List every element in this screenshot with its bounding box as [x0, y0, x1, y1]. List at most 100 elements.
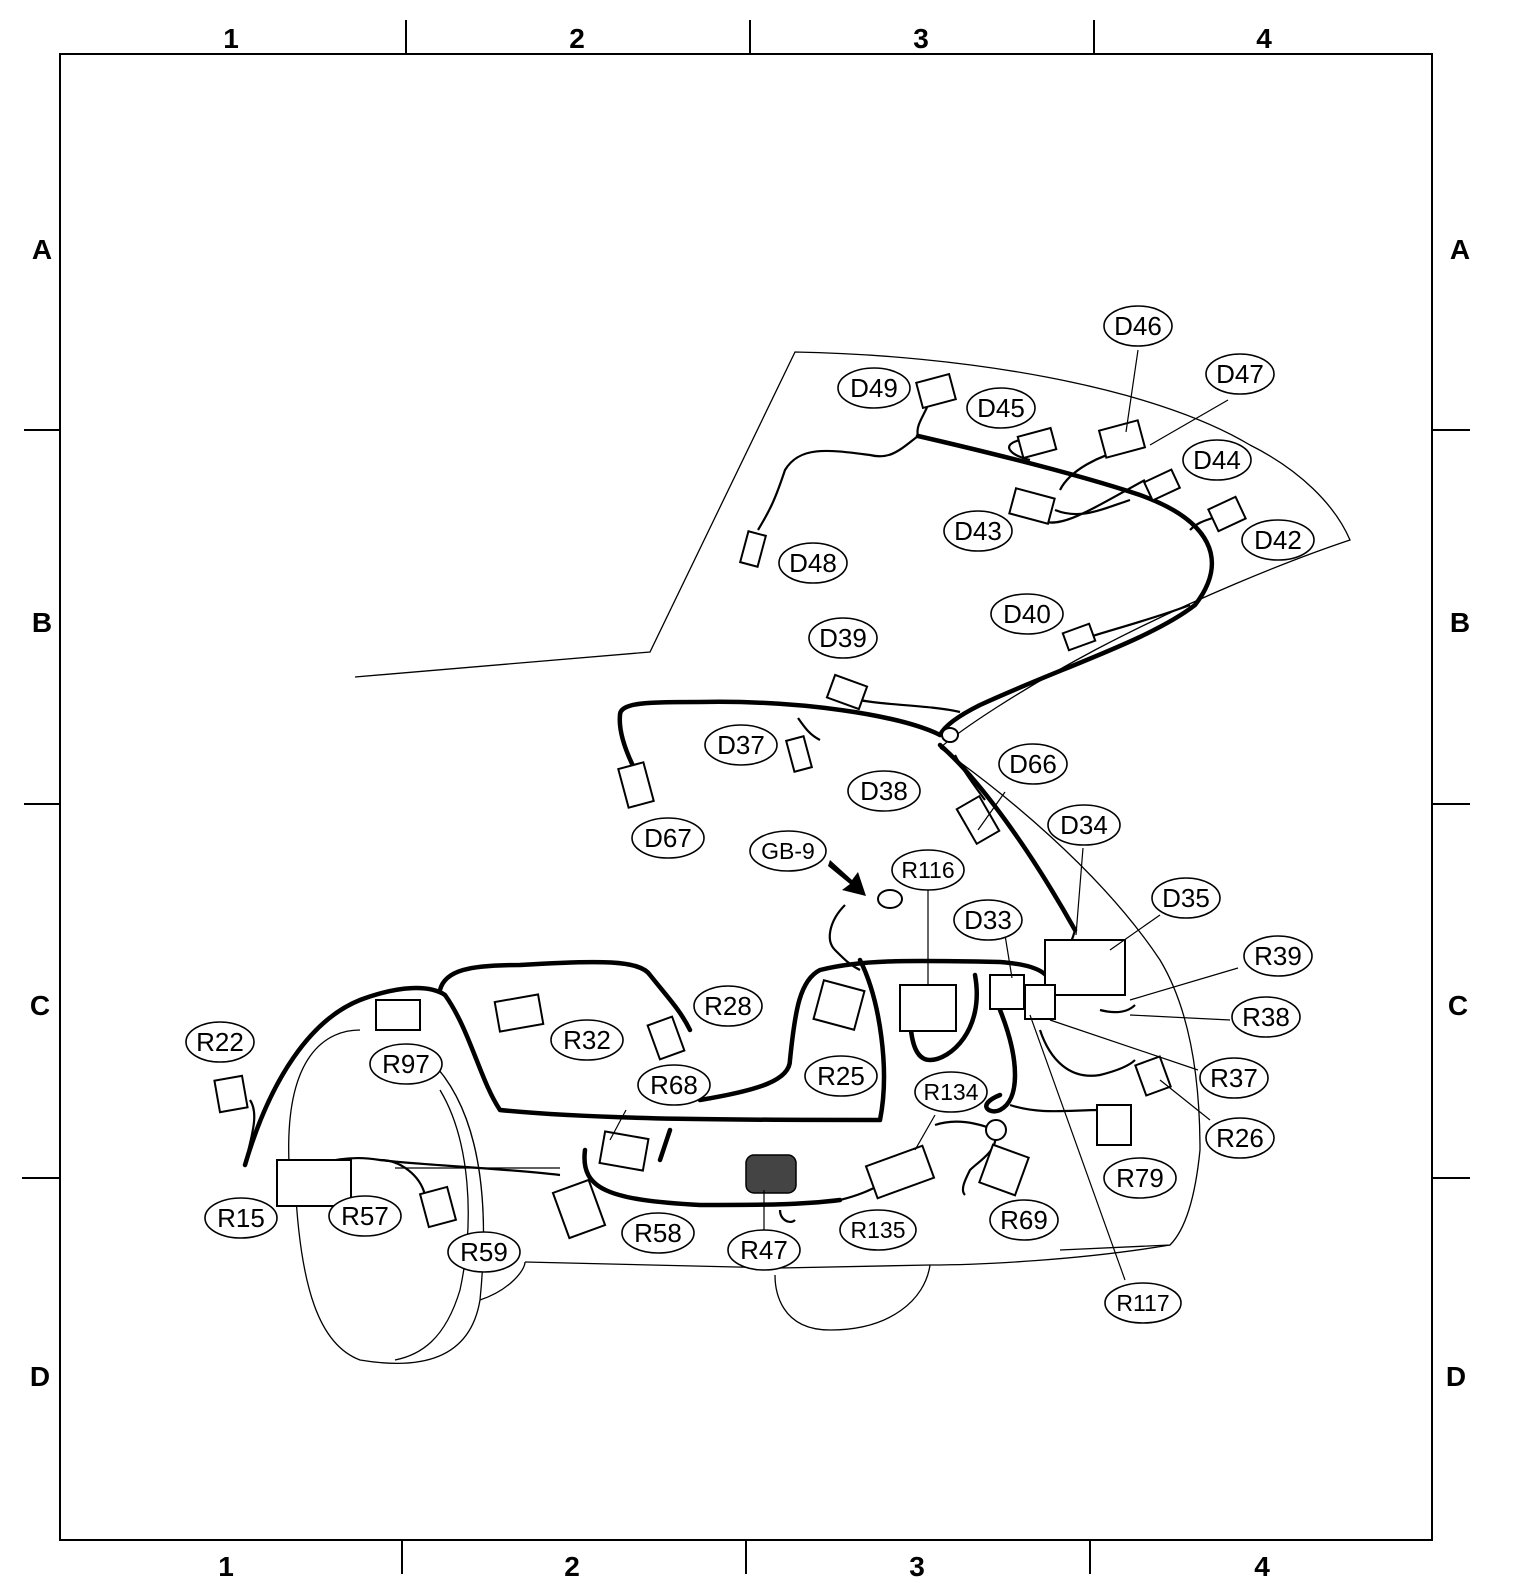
- callout-label: R25: [817, 1061, 865, 1091]
- callout-d33: D33: [953, 899, 1023, 941]
- callout-r57: R57: [328, 1195, 402, 1237]
- callout-oval: [693, 985, 763, 1027]
- grid-row-left-B: B: [32, 607, 52, 638]
- callout-d49: D49: [837, 367, 911, 409]
- grid-row-right-D: D: [1446, 1361, 1466, 1392]
- callout-r59: R59: [447, 1231, 521, 1273]
- callout-label: D37: [717, 730, 765, 760]
- callout-r26: R26: [1205, 1117, 1275, 1159]
- callout-label: R117: [1116, 1290, 1169, 1316]
- grid-row-right-C: C: [1448, 990, 1468, 1021]
- callout-label: D34: [1060, 810, 1108, 840]
- callout-oval: [1103, 305, 1173, 347]
- callout-oval: [1151, 877, 1221, 919]
- callout-r28: R28: [693, 985, 763, 1027]
- callout-d46: D46: [1103, 305, 1173, 347]
- callout-oval: [328, 1195, 402, 1237]
- grid-col-bottom-1: 1: [218, 1551, 234, 1582]
- callout-oval: [1243, 935, 1313, 977]
- callout-label: R37: [1210, 1063, 1258, 1093]
- callout-oval: [369, 1043, 443, 1085]
- callout-label: D40: [1003, 599, 1051, 629]
- grid-col-bottom-4: 4: [1254, 1551, 1270, 1582]
- leader-lines: [609, 349, 1239, 1281]
- callout-r15: R15: [204, 1197, 278, 1239]
- callout-label: D66: [1009, 749, 1057, 779]
- harness-main: [242, 433, 1214, 1208]
- callout-r47: R47: [727, 1229, 801, 1271]
- callout-r97: R97: [369, 1043, 443, 1085]
- callout-label: R32: [563, 1025, 611, 1055]
- callout-r39: R39: [1243, 935, 1313, 977]
- callout-r135: R135: [839, 1209, 917, 1251]
- callout-label: R97: [382, 1049, 430, 1079]
- callout-label: R28: [704, 991, 752, 1021]
- callout-d45: D45: [966, 387, 1036, 429]
- callout-oval: [727, 1229, 801, 1271]
- callout-label: R116: [901, 857, 954, 883]
- callout-label: D44: [1193, 445, 1241, 475]
- callout-label: R68: [650, 1070, 698, 1100]
- callout-oval: [1104, 1282, 1182, 1324]
- callout-oval: [637, 1064, 711, 1106]
- callout-gb-9: GB-9: [749, 830, 827, 872]
- grid-col-top-4: 4: [1256, 23, 1272, 54]
- callout-oval: [953, 899, 1023, 941]
- grid-ticks: [22, 20, 1470, 1574]
- callout-d67: D67: [631, 817, 705, 859]
- callout-d38: D38: [847, 770, 921, 812]
- callout-oval: [1103, 1157, 1177, 1199]
- callout-label: R22: [196, 1027, 244, 1057]
- callout-oval: [989, 1199, 1059, 1241]
- callout-oval: [749, 830, 827, 872]
- callout-oval: [1241, 519, 1315, 561]
- callout-label: D43: [954, 516, 1002, 546]
- callout-oval: [1205, 353, 1275, 395]
- callout-d34: D34: [1047, 804, 1121, 846]
- callout-r68: R68: [637, 1064, 711, 1106]
- callout-oval: [1205, 1117, 1275, 1159]
- callout-oval: [204, 1197, 278, 1239]
- callout-r25: R25: [804, 1055, 878, 1097]
- callout-r117: R117: [1104, 1282, 1182, 1324]
- grid-row-left-C: C: [30, 990, 50, 1021]
- callout-label: GB-9: [761, 838, 815, 864]
- grid-col-top-3: 3: [913, 23, 929, 54]
- callout-r134: R134: [914, 1071, 988, 1113]
- callout-oval: [704, 724, 778, 766]
- grid-row-left-A: A: [32, 234, 52, 265]
- ground-arrow-icon: [828, 860, 866, 896]
- callout-label: R15: [217, 1203, 265, 1233]
- callout-label: R59: [460, 1237, 508, 1267]
- callout-label: D38: [860, 776, 908, 806]
- callout-label: R79: [1116, 1163, 1164, 1193]
- callout-d48: D48: [778, 542, 848, 584]
- callout-oval: [966, 387, 1036, 429]
- callout-d47: D47: [1205, 353, 1275, 395]
- callout-oval: [1231, 996, 1301, 1038]
- callout-oval: [914, 1071, 988, 1113]
- callout-oval: [1047, 804, 1121, 846]
- callout-d44: D44: [1182, 439, 1252, 481]
- callout-label: R38: [1242, 1002, 1290, 1032]
- diagram-frame: [59, 53, 1433, 1541]
- callout-label: R69: [1000, 1205, 1048, 1235]
- callout-oval: [891, 849, 965, 891]
- callout-oval: [943, 510, 1013, 552]
- callout-label: D46: [1114, 311, 1162, 341]
- grid-row-right-B: B: [1450, 607, 1470, 638]
- callout-label: D39: [819, 623, 867, 653]
- callout-r116: R116: [891, 849, 965, 891]
- connector-bodies: [213, 372, 1247, 1240]
- callout-r22: R22: [185, 1021, 255, 1063]
- grid-col-bottom-2: 2: [564, 1551, 580, 1582]
- callout-oval: [998, 743, 1068, 785]
- callout-r32: R32: [550, 1019, 624, 1061]
- callout-oval: [550, 1019, 624, 1061]
- callout-oval: [990, 593, 1064, 635]
- grid-col-bottom-3: 3: [909, 1551, 925, 1582]
- grid-col-top-1: 1: [223, 23, 239, 54]
- callout-r79: R79: [1103, 1157, 1177, 1199]
